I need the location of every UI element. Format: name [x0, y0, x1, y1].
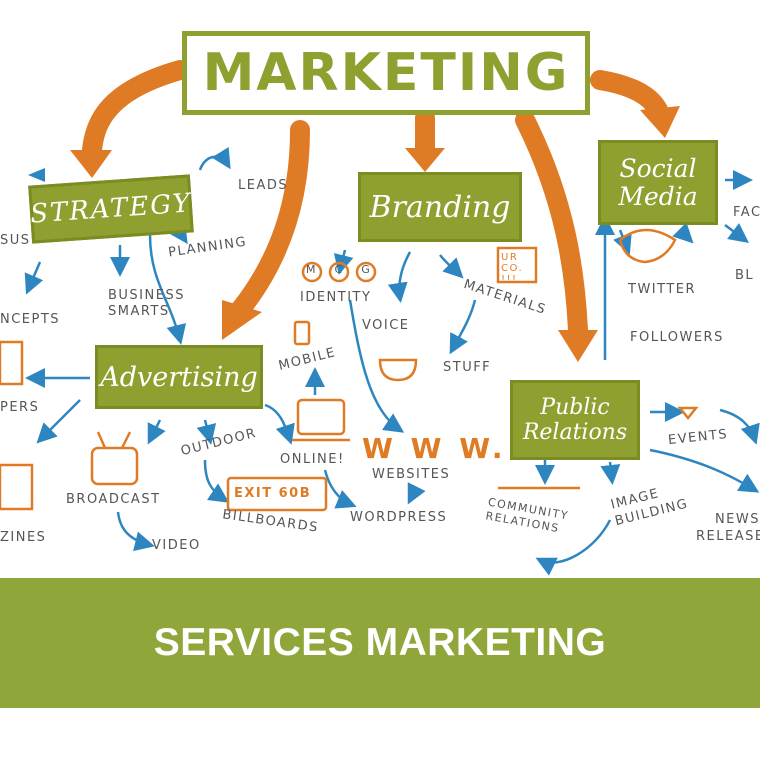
- followers-label: FOLLOWERS: [630, 330, 724, 345]
- www-label: W W W.: [362, 432, 507, 465]
- blue-connectors: [24, 146, 760, 576]
- identity-circle-c: [328, 261, 350, 283]
- identity-letter-g: G: [361, 263, 389, 276]
- voice-label: VOICE: [362, 318, 410, 333]
- advertising-label: Advertising: [100, 361, 258, 393]
- event-icon: [677, 406, 699, 421]
- social-media-box: Social Media: [598, 140, 718, 225]
- branding-label: Branding: [369, 189, 511, 225]
- arrow-to-social-media: [590, 70, 668, 120]
- advertising-box: Advertising: [95, 345, 263, 409]
- arrow-to-strategy: [82, 60, 190, 160]
- mug-icon: [378, 358, 418, 382]
- marketing-title: MARKETING: [202, 43, 570, 103]
- services-marketing-banner: SERVICES MARKETING: [0, 578, 760, 708]
- consensus-label: SUS: [0, 233, 31, 248]
- public-relations-box: Public Relations: [510, 380, 640, 460]
- business-smarts-label: BUSINESS SMARTS: [108, 288, 185, 319]
- twitter-label: TWITTER: [628, 282, 697, 297]
- news-releases-label: NEWS RELEASE: [696, 512, 760, 544]
- identity-circle-m: [301, 261, 323, 283]
- urco-sign-icon: [496, 246, 538, 284]
- exit-sign-label: EXIT 60B: [234, 486, 312, 501]
- identity-label: IDENTITY: [300, 290, 372, 305]
- leads-label: LEADS: [238, 178, 289, 193]
- branding-box: Branding: [358, 172, 522, 242]
- online-label: ONLINE!: [280, 452, 345, 467]
- video-label: VIDEO: [152, 538, 201, 553]
- concepts-label: NCEPTS: [0, 312, 61, 327]
- tv-icon: [90, 446, 139, 486]
- marketing-mind-map: MARKETING STRATEGY Branding Social Media…: [0, 31, 760, 576]
- banner-title: SERVICES MARKETING: [153, 621, 607, 664]
- laptop-icon: [296, 398, 346, 436]
- marketing-title-box: MARKETING: [182, 31, 590, 115]
- urco-label: UR CO. !!!: [501, 252, 524, 285]
- orange-arrows: [82, 60, 668, 340]
- papers-icon: [0, 340, 24, 386]
- identity-letter-m: M: [306, 263, 335, 276]
- strategy-box: STRATEGY: [28, 174, 194, 244]
- wordpress-label: WORDPRESS: [350, 510, 448, 525]
- identity-circle-g: [355, 261, 377, 283]
- twitter-bird-icon: [618, 228, 677, 264]
- billboard-icon: [226, 476, 328, 512]
- papers-label: PERS: [0, 400, 40, 415]
- identity-letter-c: C: [334, 263, 362, 276]
- connector-arrows: [0, 60, 760, 576]
- phone-icon: [293, 320, 311, 346]
- strategy-label: STRATEGY: [29, 188, 193, 230]
- social-media-label: Social Media: [618, 154, 698, 211]
- magazines-label: ZINES: [0, 530, 47, 545]
- websites-label: WEBSITES: [372, 467, 451, 482]
- identity-letters: MCG: [306, 263, 389, 276]
- arrow-to-public-relations: [515, 110, 588, 340]
- arrow-to-advertising: [230, 120, 310, 320]
- blogs-label: BL: [735, 268, 755, 283]
- facebook-label: FAC: [733, 205, 760, 220]
- magazine-icon: [0, 463, 34, 511]
- public-relations-label: Public Relations: [522, 394, 628, 445]
- sketch-icons: [0, 228, 699, 512]
- broadcast-label: BROADCAST: [66, 492, 161, 507]
- stuff-label: STUFF: [443, 360, 492, 375]
